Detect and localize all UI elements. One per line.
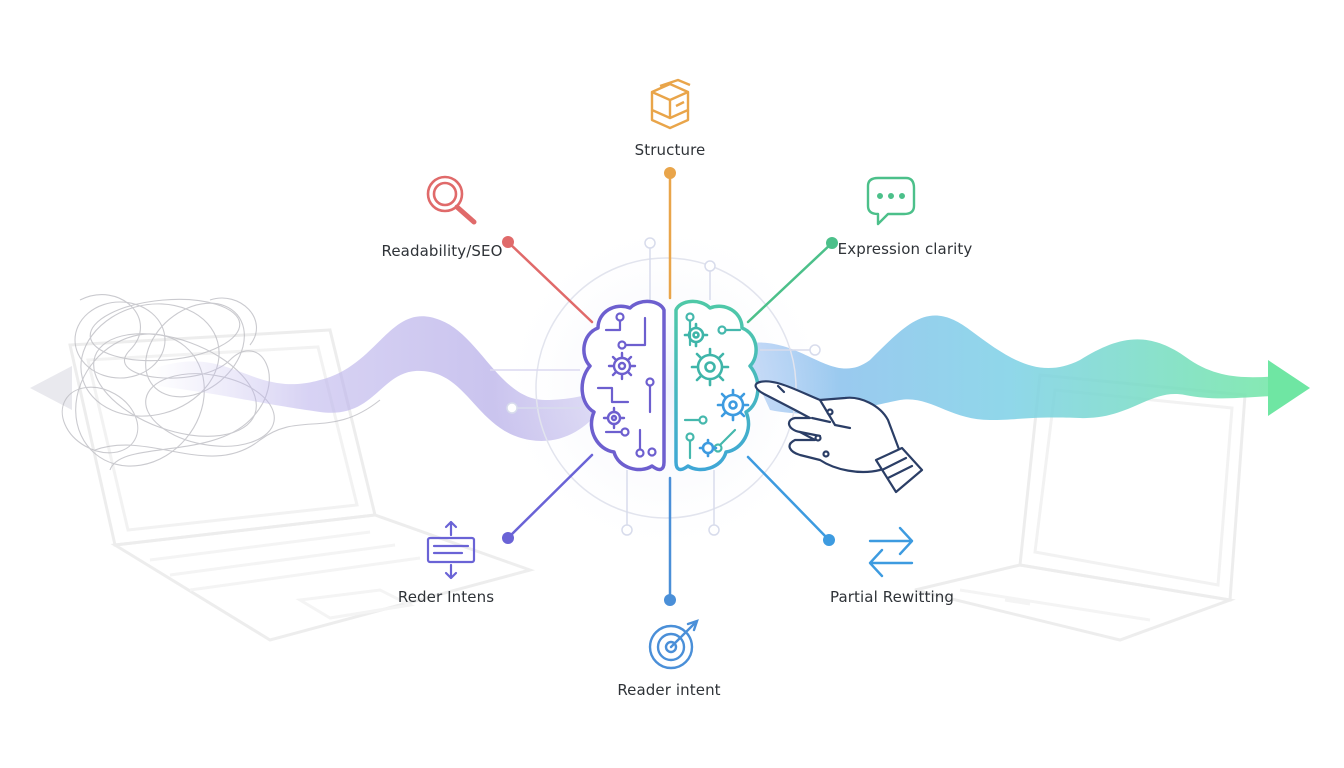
node-label-partial-rewriting: Partial Rewitting — [830, 588, 954, 606]
spoke-expression-dot — [826, 237, 838, 249]
laptop-icon — [914, 373, 1247, 642]
spoke-reader-intents-dot — [502, 532, 514, 544]
boxes-icon — [650, 78, 691, 130]
spoke-reader-intents — [506, 453, 594, 540]
brain-with-gears-icon — [580, 299, 760, 472]
spoke-reader-intent-dot — [664, 594, 676, 606]
spoke-partial-rewriting — [746, 455, 831, 542]
node-label-structure: Structure — [634, 141, 706, 159]
left-flow-wave — [150, 316, 600, 441]
chat-bubble-icon — [866, 176, 916, 226]
spoke-readability — [506, 240, 594, 324]
spoke-partial-rewriting-dot — [823, 534, 835, 546]
back-arrow-icon — [30, 366, 72, 410]
circuit-traces — [490, 237, 821, 536]
node-label-expression: Expression clarity — [837, 240, 973, 258]
right-flow-wave — [740, 315, 1280, 420]
target-icon — [648, 619, 699, 670]
document-arrows-icon — [426, 520, 476, 580]
swap-arrows-icon — [868, 526, 914, 578]
magnifier-icon — [426, 175, 477, 225]
tangled-lines-icon — [61, 294, 381, 471]
spoke-readability-dot — [502, 236, 514, 248]
spokes — [502, 167, 838, 606]
flow-arrow-icon — [1268, 360, 1310, 416]
spoke-expression — [746, 241, 834, 324]
spoke-structure-dot — [664, 167, 676, 179]
center-glow — [491, 213, 841, 563]
node-label-readability: Readability/SEO — [381, 242, 503, 260]
robot-hand-icon — [754, 380, 924, 494]
center-ring — [535, 257, 797, 519]
node-label-reader-intent: Reader intent — [617, 681, 721, 699]
node-label-reader-intents: Reder Intens — [397, 588, 495, 606]
